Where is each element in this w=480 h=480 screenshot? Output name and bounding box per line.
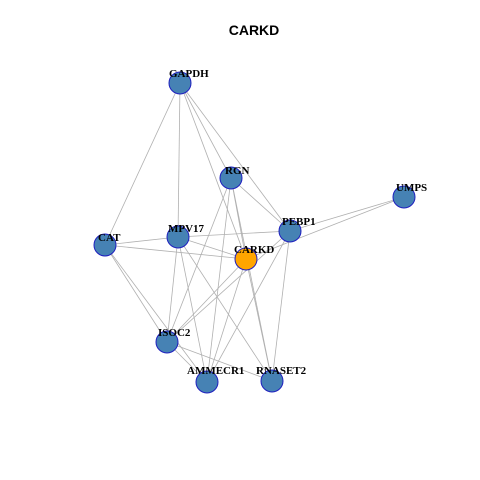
node-label-carkd: CARKD <box>234 244 274 256</box>
node-umps[interactable] <box>392 185 416 209</box>
node-label-rnaset2: RNASET2 <box>256 365 307 377</box>
node-mpv17[interactable] <box>166 225 190 249</box>
edge-gapdh-pebp1 <box>179 82 291 232</box>
node-pebp1[interactable] <box>278 219 302 243</box>
edge-mpv17-isoc2 <box>166 236 179 343</box>
edge-mpv17-carkd <box>177 236 247 260</box>
node-rnaset2[interactable] <box>260 369 284 393</box>
node-cat[interactable] <box>93 233 117 257</box>
edge-gapdh-rgn <box>179 82 232 179</box>
node-label-isoc2: ISOC2 <box>158 327 191 339</box>
edge-cat-isoc2 <box>104 244 168 343</box>
edge-pebp1-rnaset2 <box>271 230 291 382</box>
edge-rgn-isoc2 <box>166 177 232 343</box>
edge-gapdh-cat <box>104 82 181 246</box>
edge-mpv17-cat <box>104 236 179 246</box>
node-label-ammecr1: AMMECR1 <box>187 365 244 377</box>
graph-title: CARKD <box>229 22 280 38</box>
edge-carkd-rnaset2 <box>245 258 273 382</box>
node-label-cat: CAT <box>98 232 121 244</box>
node-label-mpv17: MPV17 <box>168 223 205 235</box>
edge-rgn-ammecr1 <box>206 177 232 383</box>
edge-pebp1-isoc2 <box>166 230 291 343</box>
node-label-rgn: RGN <box>225 165 250 177</box>
edge-pebp1-ammecr1 <box>206 230 291 383</box>
edge-cat-ammecr1 <box>104 244 208 383</box>
edge-cat-carkd <box>104 244 247 260</box>
edge-gapdh-mpv17 <box>177 82 181 238</box>
edge-pebp1-mpv17 <box>177 230 291 238</box>
node-isoc2[interactable] <box>155 330 179 354</box>
edge-mpv17-rnaset2 <box>177 236 273 382</box>
node-gapdh[interactable] <box>168 71 192 95</box>
edge-isoc2-rnaset2 <box>166 341 273 382</box>
edge-carkd-isoc2 <box>166 258 247 343</box>
node-layer <box>93 71 416 394</box>
edge-umps-pebp1 <box>289 196 405 232</box>
node-ammecr1[interactable] <box>195 370 219 394</box>
edge-carkd-ammecr1 <box>206 258 247 383</box>
edge-rgn-pebp1 <box>230 177 291 232</box>
node-rgn[interactable] <box>219 166 243 190</box>
node-label-pebp1: PEBP1 <box>282 216 316 228</box>
node-label-umps: UMPS <box>396 182 427 194</box>
edge-gapdh-carkd <box>179 82 247 260</box>
node-label-gapdh: GAPDH <box>169 68 209 80</box>
edge-mpv17-ammecr1 <box>177 236 208 383</box>
node-carkd[interactable] <box>234 247 258 271</box>
edge-umps-carkd <box>245 196 405 260</box>
edge-layer <box>104 82 405 383</box>
